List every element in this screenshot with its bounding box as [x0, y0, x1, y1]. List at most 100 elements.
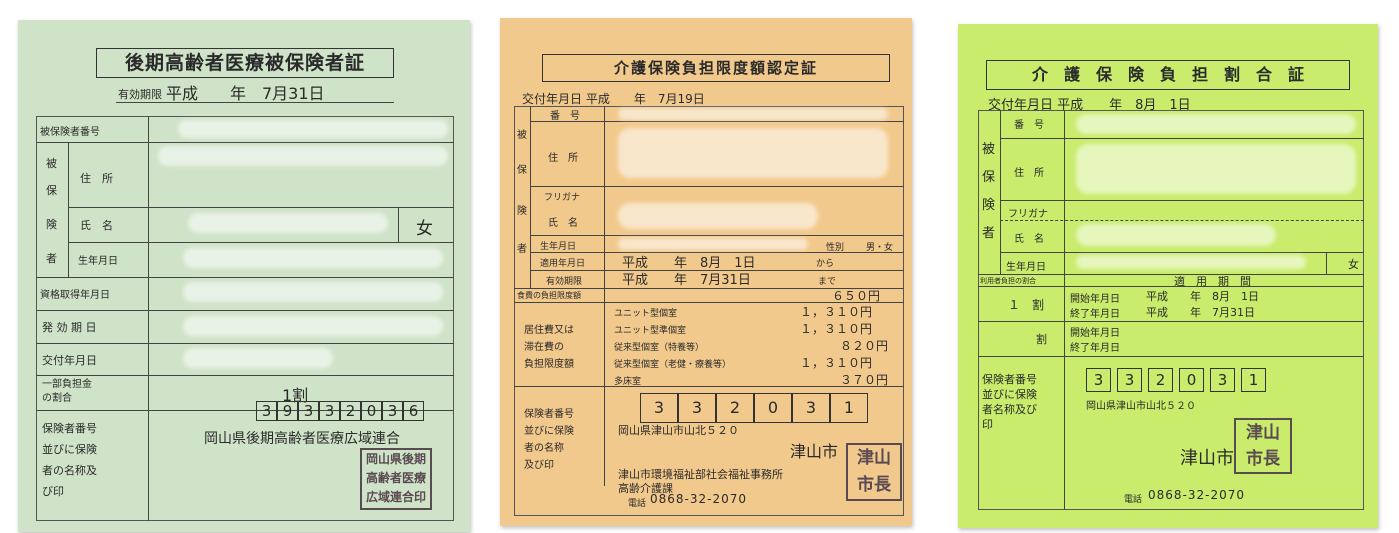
digit: 3 [319, 401, 340, 421]
card3-side-3: 険 [982, 198, 996, 213]
card1-effective-label: 発 効 期 日 [42, 321, 97, 334]
digit: 1 [1241, 368, 1266, 392]
card1-copay-label: 一部負担金 の割合 [42, 379, 92, 404]
digit: 3 [640, 393, 678, 423]
digit: 2 [340, 401, 361, 421]
card2-insurer-number: 3 3 2 0 3 1 [640, 393, 868, 423]
card2-issue-date: 交付年月日 平成 年 7月19日 [522, 92, 705, 106]
card1-redaction-number [178, 120, 448, 138]
card2-apply-value: 平成 年 8月 1日 [622, 256, 756, 271]
digit: 0 [754, 393, 792, 423]
card2-section: 高齢介護課 [618, 482, 673, 495]
card1-redaction-issued [183, 348, 333, 368]
digit: 3 [678, 393, 716, 423]
card3-side-1: 被 [982, 142, 996, 157]
card3-redaction-name [1076, 224, 1276, 246]
card2-name-label: 氏 名 [548, 218, 578, 229]
digit: 3 [1086, 368, 1111, 392]
card2-stay-row-2-value: １，３１０円 [800, 322, 873, 336]
card2-phone-label: 電話 [628, 499, 647, 509]
card3-start-label-2: 開始年月日 [1070, 328, 1120, 339]
card2-apply-label: 適用年月日 [540, 259, 586, 269]
card2-office: 津山市環境福祉部社会福祉事務所 [618, 468, 783, 481]
card1-insured-number-label: 被保険者番号 [40, 127, 100, 138]
card3-address-label: 住 所 [1014, 168, 1044, 179]
card3-end-label-2: 終了年月日 [1070, 343, 1120, 354]
card3-city: 津山市 [1180, 448, 1234, 469]
card2-stay-label: 居住費又は 滞在費の 負担限度額 [524, 325, 574, 370]
card3-name-label: 氏 名 [1014, 234, 1044, 245]
card2-redaction-address [618, 128, 888, 178]
digit: 9 [277, 401, 298, 421]
card2-stay-row-4-value: １，３１０円 [800, 356, 873, 370]
card3-title: 介 護 保 険 負 担 割 合 証 [986, 60, 1350, 90]
card2-phone: 0868-32-2070 [650, 492, 748, 506]
card1-redaction-address [158, 146, 448, 166]
card3-phone-label: 電話 [1124, 495, 1143, 505]
card3-birth-label: 生年月日 [1006, 262, 1046, 273]
card3-seal-stamp: 津山 市長 [1234, 418, 1292, 474]
card2-side-4: 者 [517, 244, 527, 255]
card2-apply-suffix: から [816, 259, 835, 269]
card3-address-line: 岡山県津山市山北５２０ [1086, 401, 1196, 412]
card3-period-header: 適 用 期 間 [1174, 275, 1251, 288]
card2-stay-row-1-label: ユニット型個室 [614, 309, 678, 319]
card1-birth-label: 生年月日 [78, 256, 118, 267]
card3-gender-value: 女 [1348, 258, 1359, 271]
card2-stay-row-5-value: ３７０円 [840, 373, 889, 387]
card2-seal-stamp: 津山 市長 [846, 443, 902, 501]
card2-gender-label: 性別 [826, 243, 845, 253]
card3-start-value-1: 平成 年 8月 1日 [1146, 290, 1259, 303]
card3-redaction-address [1076, 144, 1356, 194]
card1-side-3: 険 [46, 218, 57, 231]
card2-city: 津山市 [790, 442, 839, 461]
card1-expiry-label: 有効期限 [118, 88, 162, 101]
card1-side-2: 保 [46, 184, 57, 197]
card2-title: 介護保険負担限度額認定証 [542, 54, 890, 82]
card1-side-1: 被 [46, 157, 57, 170]
card2-redaction-birth [618, 238, 808, 250]
digit: 2 [716, 393, 754, 423]
card3-side-2: 保 [982, 170, 996, 185]
card1-insurer-label: 保険者番号 並びに保険 者の名称及 び印 [42, 422, 97, 498]
card2-stay-row-3-label: 従来型個室（特養等） [614, 343, 705, 353]
card1-redaction-birth [183, 248, 443, 268]
digit: 3 [382, 401, 403, 421]
card2-food-value: ６５０円 [832, 289, 881, 303]
card2-food-label: 食費の負担限度額 [517, 291, 581, 300]
digit: 1 [830, 393, 868, 423]
insurance-card-care-limit: 介護保険負担限度額認定証 交付年月日 平成 年 7月19日 被 保 険 者 番 … [500, 18, 912, 526]
card2-redaction-name [618, 203, 818, 229]
card3-side-4: 者 [982, 226, 996, 241]
insurance-card-elderly-medical: 後期高齢者医療被保険者証 有効期限 平成 年 7月31日 被保険者番号 被 保 … [18, 20, 470, 532]
card2-address-line: 岡山県津山市山北５２０ [618, 424, 739, 437]
card1-redaction-acquired [183, 282, 443, 302]
digit: 6 [403, 401, 424, 421]
card2-table [514, 106, 904, 516]
card3-table [978, 110, 1364, 510]
digit: 0 [1179, 368, 1204, 392]
card1-insurer-number: 3 9 3 3 2 0 3 6 [256, 401, 424, 421]
card2-stay-row-3-value: ８２０円 [840, 339, 889, 353]
card3-start-label-1: 開始年月日 [1070, 294, 1120, 305]
card2-side-3: 険 [517, 206, 527, 217]
card2-gender-value: 男・女 [866, 243, 894, 253]
card1-insurer-name: 岡山県後期高齢者医療広域連合 [204, 431, 400, 447]
card2-stay-row-4-label: 従来型個室（老健・療養等） [614, 360, 732, 370]
card1-issued-label: 交付年月日 [42, 354, 97, 367]
card2-address-label: 住 所 [548, 153, 578, 164]
card1-side-4: 者 [46, 252, 57, 265]
card2-valid-value: 平成 年 7月31日 [622, 273, 751, 288]
card1-acquired-label: 資格取得年月日 [40, 290, 110, 301]
card1-redaction-effective [183, 316, 443, 336]
digit: 3 [298, 401, 319, 421]
insurance-card-care-ratio: 介 護 保 険 負 担 割 合 証 交付年月日 平成 年 8月 1日 被 保 険… [958, 24, 1378, 528]
card3-insurer-label: 保険者番号 並びに保険 者名称及び 印 [982, 373, 1037, 431]
digit: 3 [1117, 368, 1142, 392]
card2-number-label: 番 号 [550, 111, 580, 122]
card3-ratio-1: １ 割 [1008, 298, 1045, 312]
card3-ratio-header: 利用者負担の割合 [980, 277, 1036, 285]
card3-furigana-label: フリガナ [1008, 209, 1048, 220]
card2-side-2: 保 [517, 165, 527, 176]
digit: 2 [1148, 368, 1173, 392]
